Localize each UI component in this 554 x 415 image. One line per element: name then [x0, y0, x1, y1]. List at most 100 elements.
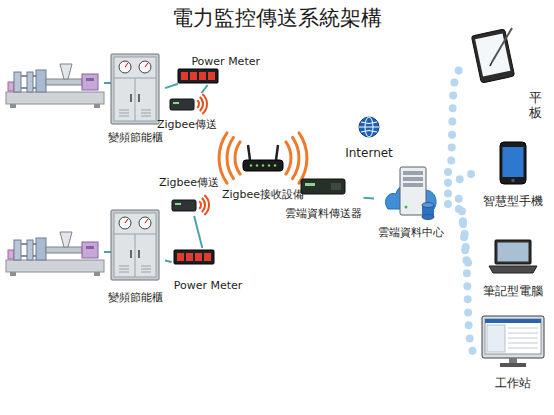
device-node: 平板 — [462, 20, 542, 120]
phone-icon — [500, 142, 526, 184]
icon-part — [500, 142, 526, 184]
device-node: 智慧型手機 — [476, 140, 550, 208]
icon-part — [111, 54, 159, 124]
icon-part — [508, 343, 538, 344]
icon-part — [114, 57, 156, 121]
icon-part — [359, 127, 379, 128]
icon-part — [139, 61, 151, 73]
meter-icon — [178, 69, 218, 83]
icon-part — [495, 240, 531, 264]
device-node: Power Meter — [172, 248, 245, 292]
icon-part — [301, 179, 345, 194]
icon-part — [114, 213, 156, 277]
laptop-icon — [489, 240, 537, 274]
icon-part — [177, 253, 184, 261]
icon-part — [141, 113, 151, 114]
icon-part — [511, 179, 515, 183]
device-label: 雲端資料中心 — [378, 226, 444, 239]
dotted-link — [448, 193, 476, 267]
ws-icon — [482, 316, 544, 368]
icon-part — [422, 215, 434, 220]
icon-part — [178, 69, 218, 83]
icon-part — [141, 266, 151, 267]
icon-part — [276, 145, 278, 160]
device-label: 平板 — [529, 91, 542, 120]
icon-part — [256, 164, 258, 166]
icon-part — [487, 325, 505, 352]
device-label: 工作站 — [495, 376, 531, 390]
icon-part — [141, 272, 151, 273]
icon-part — [172, 200, 196, 211]
icon-part — [403, 183, 423, 187]
wireless-waves — [219, 133, 307, 183]
machine-wire — [104, 82, 111, 84]
icon-part — [471, 29, 514, 83]
icon-part — [361, 122, 377, 124]
diagram-title: 電力監控傳送系統架構 — [0, 0, 554, 31]
device-node: Zigbee傳送 — [157, 176, 221, 216]
device-node: Zigbee傳送 — [155, 93, 219, 131]
icon-part — [135, 78, 136, 121]
icon-part — [119, 272, 129, 273]
device-node: 變頻節能櫃 — [106, 52, 165, 144]
cabinet-icon — [111, 210, 159, 280]
device-node: Zigbee接收設備 — [220, 135, 306, 201]
wire-link — [165, 84, 178, 88]
icon-part — [141, 269, 151, 270]
device-label: 變頻節能櫃 — [108, 131, 163, 144]
icon-part — [141, 110, 151, 111]
icon-part — [119, 113, 129, 114]
icon-part — [141, 116, 151, 117]
icon-part — [202, 198, 205, 212]
icon-part — [503, 147, 524, 177]
icon-part — [405, 206, 408, 209]
icon-part — [508, 338, 538, 339]
icon-part — [130, 94, 132, 102]
device-label: 雲端資料傳送器 — [285, 207, 362, 220]
icon-part — [111, 210, 159, 280]
icon-part — [492, 28, 512, 62]
icon-part — [403, 171, 423, 175]
tx-icon — [301, 176, 345, 196]
icon-part — [485, 319, 541, 354]
device-label: Zigbee傳送 — [157, 118, 217, 131]
icon-part — [204, 195, 209, 215]
cabinet-icon — [111, 54, 159, 124]
icon-part — [262, 164, 264, 166]
wire-link — [165, 261, 172, 262]
icon-part — [138, 94, 140, 102]
zigbee-icon — [172, 194, 218, 216]
icon-part — [331, 183, 341, 190]
injection-machine — [6, 232, 104, 276]
icon-part — [174, 250, 214, 264]
icon-part — [202, 94, 207, 114]
tablet-icon — [470, 26, 516, 86]
dotted-link — [448, 204, 476, 352]
icon-part — [268, 164, 270, 166]
icon-part — [145, 63, 148, 67]
icon-part — [195, 253, 202, 261]
icon-part — [197, 100, 199, 108]
wire-link — [194, 216, 202, 248]
icon-part — [243, 160, 283, 171]
icon-part — [135, 234, 136, 277]
icon-part — [119, 217, 131, 229]
icon-part — [489, 266, 537, 273]
device-node: Power Meter — [178, 55, 260, 85]
icon-part — [199, 72, 206, 80]
icon-part — [139, 217, 151, 229]
icon-part — [119, 269, 129, 270]
wire-link — [201, 85, 207, 93]
icon-part — [200, 97, 203, 111]
icon-part — [208, 72, 215, 80]
meter-icon — [174, 250, 214, 264]
zigbee-icon — [170, 93, 216, 115]
icon-part — [305, 183, 315, 186]
dotted-link — [448, 174, 476, 183]
icon-part — [175, 203, 181, 205]
icon-part — [130, 250, 132, 258]
icon-part — [500, 363, 526, 367]
icon-part — [508, 348, 538, 349]
icon-part — [204, 253, 211, 261]
